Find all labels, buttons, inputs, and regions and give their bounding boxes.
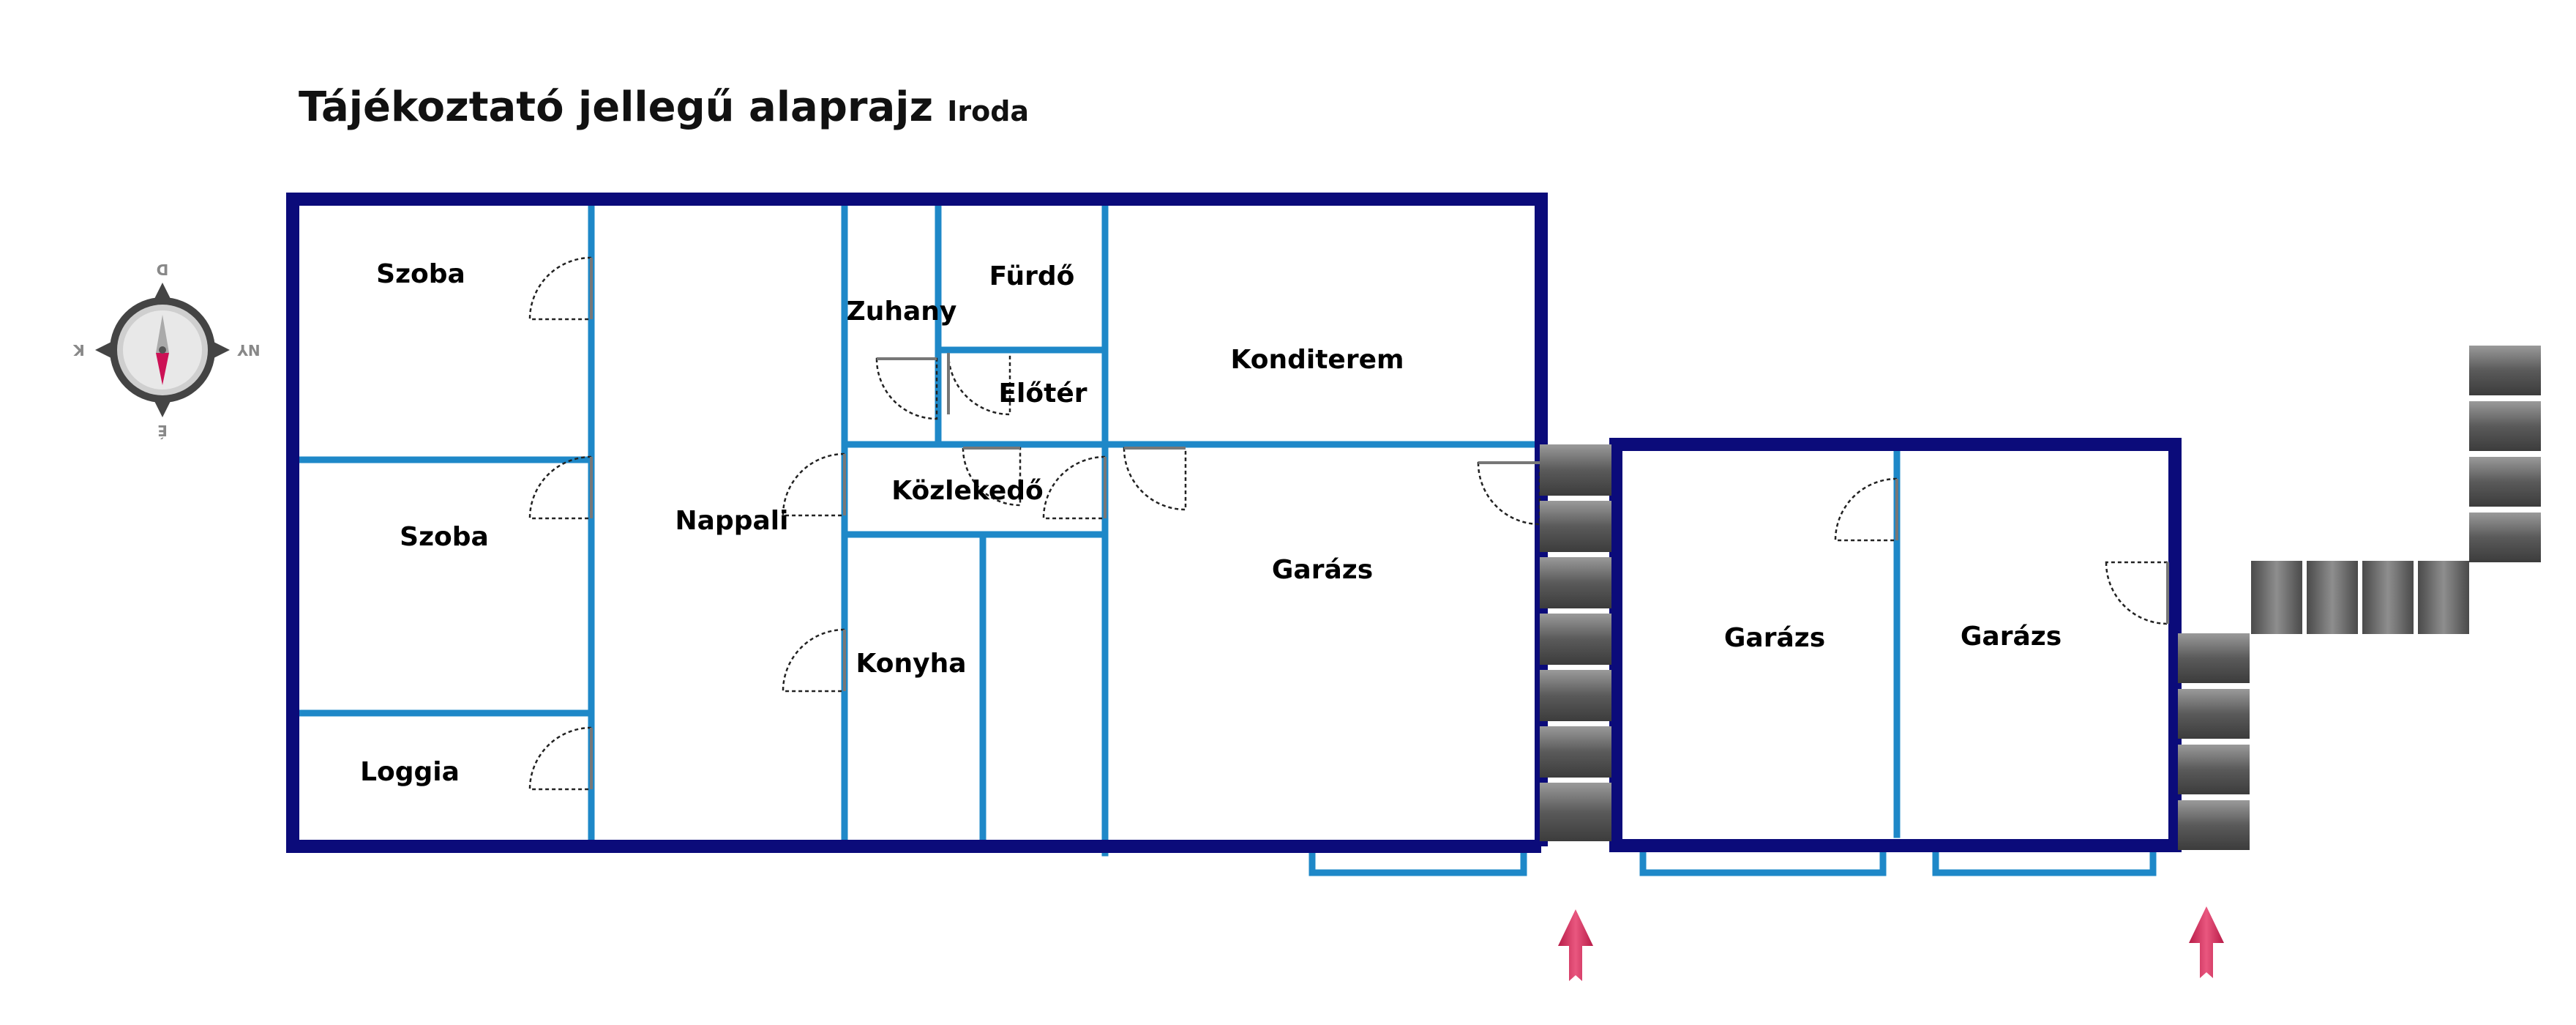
door-icon: [1477, 461, 1541, 526]
stair-step: [1540, 783, 1611, 841]
stair-step: [1540, 614, 1611, 665]
stair-step: [2307, 561, 2358, 634]
compass-icon: D É NY K: [72, 261, 261, 439]
room-label-furdo: Fürdő: [989, 261, 1075, 291]
page-title: Tájékoztató jellegű alaprajz Iroda: [299, 83, 1029, 131]
room-label-garazs: Garázs: [1724, 623, 1825, 653]
stair-step: [2178, 633, 2250, 683]
door-icon: [962, 447, 1022, 507]
stair-step: [2362, 561, 2414, 634]
stair-step: [2469, 457, 2541, 507]
room-label-konditerem: Konditerem: [1230, 345, 1404, 375]
stair-step: [2178, 745, 2250, 794]
door-icon: [1834, 477, 1898, 542]
door-icon: [2105, 561, 2169, 625]
door-icon: [782, 628, 846, 693]
room-label-nappali: Nappali: [675, 506, 789, 536]
door-icon: [528, 726, 593, 791]
door-icon: [782, 452, 846, 517]
room-label-kozlekedo: Közlekedő: [891, 476, 1044, 506]
door-icon: [528, 455, 593, 520]
stair-step: [1540, 670, 1611, 721]
room-label-garazs: Garázs: [1272, 555, 1373, 585]
door-icon: [875, 357, 938, 420]
stair-step: [2178, 800, 2250, 850]
room-label-eloter: Előtér: [998, 379, 1087, 409]
windows: [1308, 848, 2157, 876]
door-icon: [528, 256, 593, 321]
room-label-zuhany: Zuhany: [847, 297, 957, 327]
room-label-szoba: Szoba: [376, 259, 465, 289]
stair-step: [1540, 501, 1611, 552]
outer-walls: [286, 193, 2182, 853]
stair-step: [2178, 689, 2250, 739]
compass-north-label: D: [157, 261, 169, 278]
stair-step: [2418, 561, 2469, 634]
compass-west-label: K: [72, 341, 85, 359]
entrance-arrow-icon: [2189, 906, 2224, 978]
doors: [528, 256, 2169, 791]
stair-step: [2469, 512, 2541, 562]
stairs: [1540, 444, 1611, 841]
door-icon: [947, 352, 1011, 416]
room-label-konyha: Konyha: [855, 649, 966, 679]
stair-step: [1540, 444, 1611, 496]
stair-step: [2469, 401, 2541, 451]
room-label-szoba: Szoba: [400, 522, 489, 552]
stair-step: [2251, 561, 2302, 634]
inner-walls: [292, 198, 1901, 857]
stair-step: [1540, 557, 1611, 608]
stair-step: [2469, 346, 2541, 395]
compass-south-label: É: [157, 422, 168, 439]
stair-step: [1540, 726, 1611, 778]
entrance-arrow-icon: [1558, 909, 1593, 981]
plan-title: Tájékoztató jellegű alaprajz: [299, 83, 933, 131]
compass-east-label: NY: [237, 341, 261, 359]
door-icon: [1123, 447, 1187, 511]
stairs-east: [2178, 346, 2541, 850]
room-labels: Szoba Szoba Loggia Nappali Zuhany Fürdő …: [360, 259, 2062, 787]
room-label-loggia: Loggia: [360, 757, 460, 787]
plan-subtitle: Iroda: [947, 95, 1029, 127]
room-label-garazs: Garázs: [1961, 622, 2062, 652]
door-icon: [1042, 455, 1107, 520]
